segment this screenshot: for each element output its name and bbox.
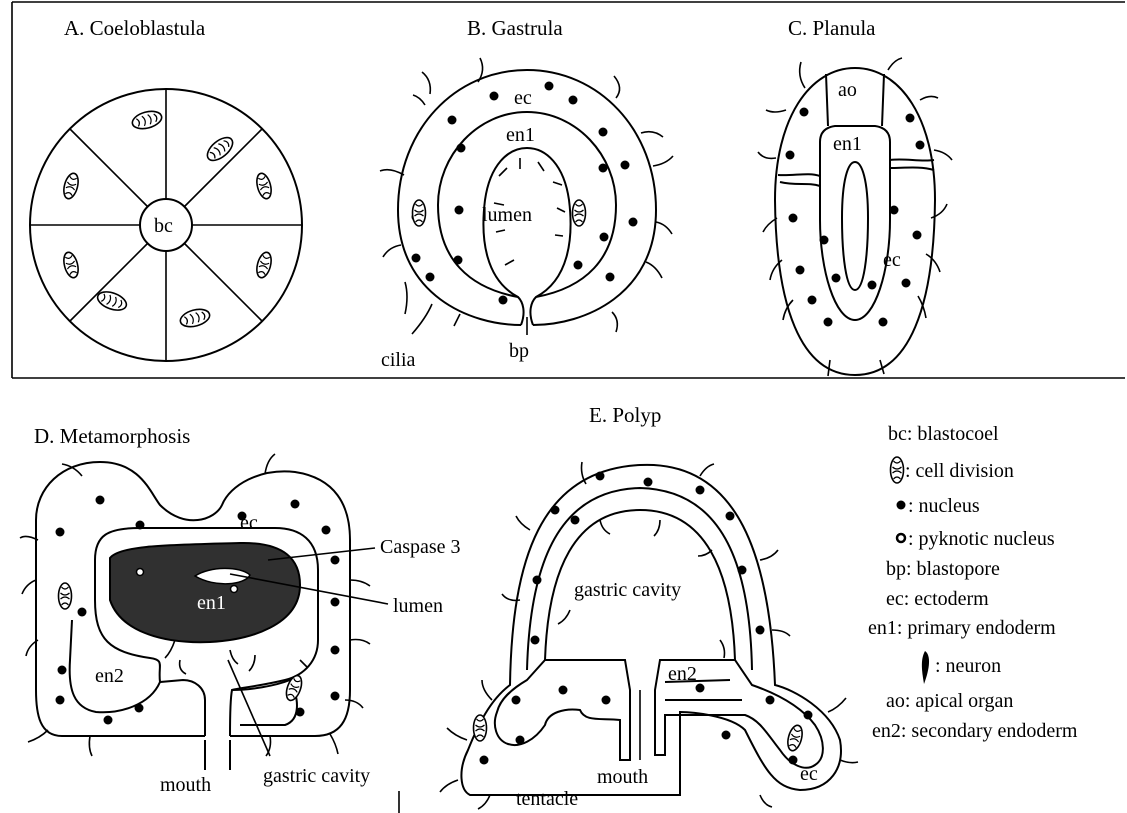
cilia-label: cilia bbox=[381, 349, 416, 371]
planula-bands bbox=[778, 159, 934, 186]
panel-a-coeloblastula: A. Coeloblastula bc bbox=[30, 16, 302, 361]
d-lumen-label: lumen bbox=[393, 595, 443, 617]
legend-ao: ao: apical organ bbox=[886, 690, 1013, 712]
e-mouth-label: mouth bbox=[597, 766, 648, 788]
mouth-opening bbox=[205, 740, 230, 770]
pyknotic-nucleus-icon bbox=[897, 534, 905, 542]
legend-en2: en2: secondary endoderm bbox=[872, 720, 1078, 742]
c-en1-label: en1 bbox=[833, 133, 862, 155]
panel-b-gastrula: B. Gastrula bbox=[380, 16, 673, 371]
dividing-cell-right bbox=[283, 674, 304, 703]
legend-ec: ec: ectoderm bbox=[886, 588, 989, 610]
dividing-cell-left bbox=[413, 200, 426, 226]
neuron-icon bbox=[922, 651, 929, 684]
pyknotic-nucleus bbox=[137, 569, 144, 576]
panel-c-planula: C. Planula ao en1 ec bbox=[758, 16, 952, 376]
legend-en1: en1: primary endoderm bbox=[868, 617, 1056, 639]
panel-d-metamorphosis: D. Metamorphosis ec bbox=[20, 424, 461, 796]
caspase-label: Caspase 3 bbox=[380, 536, 461, 558]
pyknotic-nucleus bbox=[231, 586, 238, 593]
b-ec-label: ec bbox=[514, 87, 532, 109]
tentacle-label: tentacle bbox=[516, 788, 578, 810]
bc-label: bc bbox=[154, 215, 173, 237]
panel-a-title: A. Coeloblastula bbox=[64, 16, 206, 40]
panel-d-title: D. Metamorphosis bbox=[34, 424, 190, 448]
d-en2-label: en2 bbox=[95, 665, 124, 687]
legend: bc: blastocoel : cell division : nucleus… bbox=[868, 423, 1078, 742]
dividing-cell-right bbox=[573, 200, 586, 226]
legend-pyknotic: : pyknotic nucleus bbox=[908, 528, 1055, 550]
dividing-cell-right bbox=[785, 724, 804, 752]
panel-c-title: C. Planula bbox=[788, 16, 876, 40]
e-en2-label: en2 bbox=[668, 663, 697, 685]
endoderm-lumen bbox=[842, 162, 868, 290]
nuclei bbox=[480, 472, 813, 765]
b-lumen-label: lumen bbox=[482, 204, 532, 226]
bp-label: bp bbox=[509, 340, 529, 362]
legend-bp: bp: blastopore bbox=[886, 558, 1000, 580]
c-ao-label: ao bbox=[838, 79, 857, 101]
cell-division-icon bbox=[891, 457, 904, 483]
dividing-cell-left bbox=[59, 583, 72, 609]
legend-neuron: : neuron bbox=[935, 655, 1001, 677]
panel-b-title: B. Gastrula bbox=[467, 16, 563, 40]
panel-e-polyp: E. Polyp gastric cavity en2 mo bbox=[440, 403, 858, 810]
cilia bbox=[758, 58, 952, 376]
nuclei bbox=[412, 82, 638, 305]
d-ec-label: ec bbox=[240, 512, 258, 534]
d-mouth-label: mouth bbox=[160, 774, 211, 796]
gastric-leader bbox=[228, 660, 270, 756]
dividing-cell-left bbox=[474, 715, 487, 741]
e-ec-label: ec bbox=[800, 763, 818, 785]
d-gastric-label: gastric cavity bbox=[263, 765, 370, 787]
d-en1-label: en1 bbox=[197, 592, 226, 614]
nucleus-icon bbox=[897, 501, 906, 510]
legend-bc: bc: blastocoel bbox=[888, 423, 999, 445]
legend-division: : cell division bbox=[905, 460, 1014, 482]
endoderm-cup-left bbox=[495, 660, 630, 760]
c-ec-label: ec bbox=[883, 249, 901, 271]
e-gastric-label: gastric cavity bbox=[574, 579, 681, 601]
panel-e-title: E. Polyp bbox=[589, 403, 661, 427]
b-en1-label: en1 bbox=[506, 124, 535, 146]
legend-nucleus: : nucleus bbox=[908, 495, 980, 517]
